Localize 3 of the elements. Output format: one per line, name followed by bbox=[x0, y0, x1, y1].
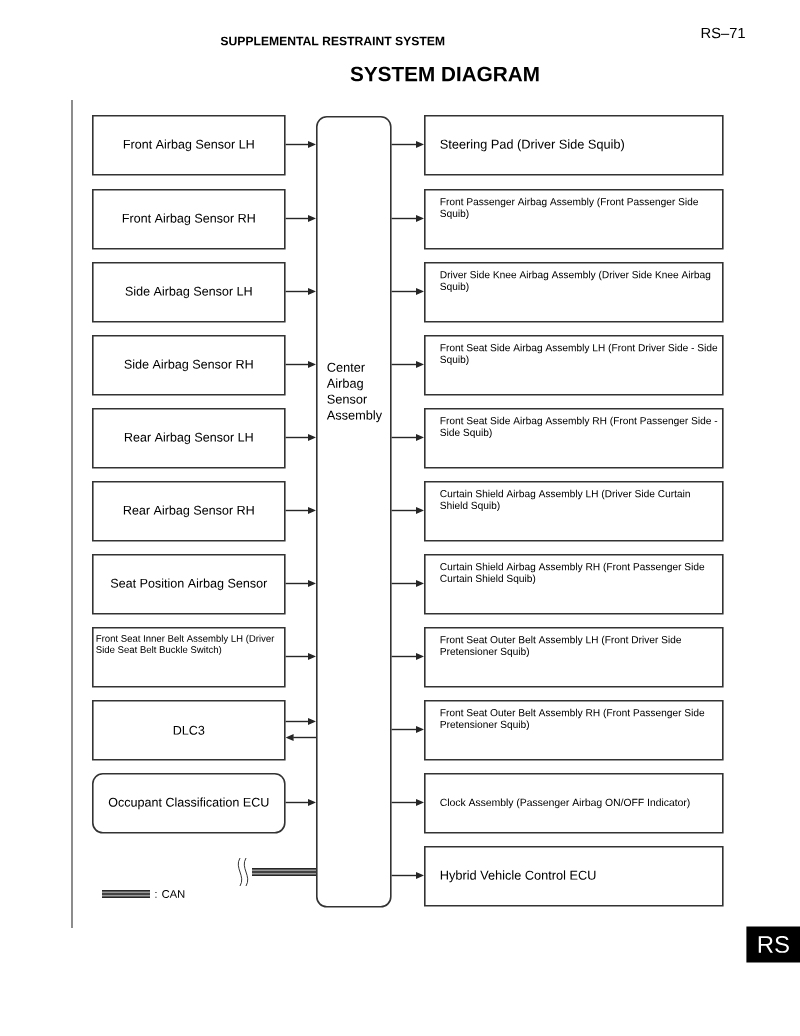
section-tab: RS bbox=[746, 926, 800, 963]
bus-line bbox=[251, 868, 317, 876]
title: SYSTEM DIAGRAM bbox=[350, 66, 539, 82]
